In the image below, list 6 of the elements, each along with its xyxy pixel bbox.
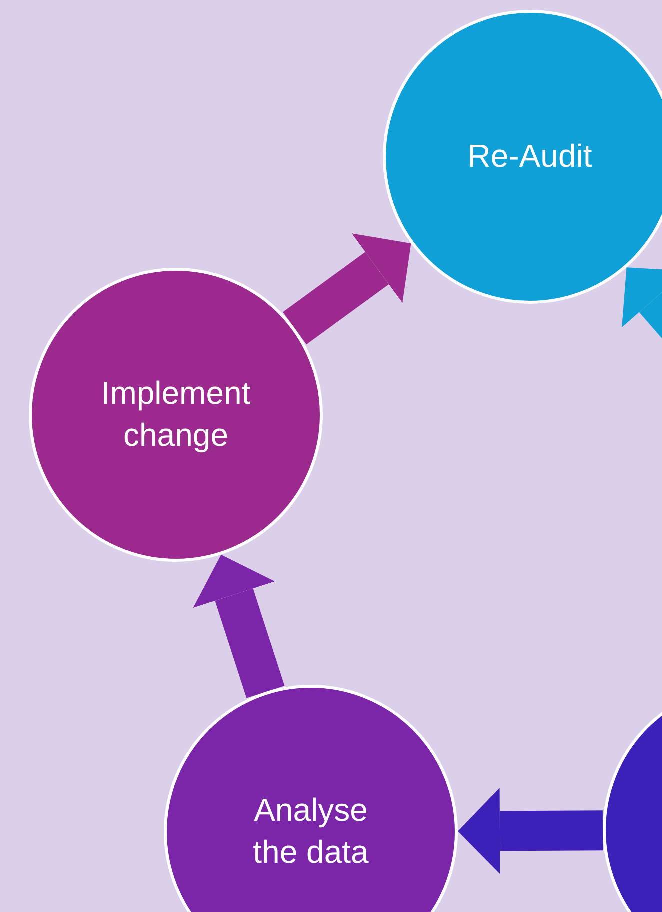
block-arrow bbox=[193, 554, 285, 698]
step-label: Implement change bbox=[100, 374, 252, 455]
step-label: Analyse the data bbox=[252, 791, 370, 872]
block-arrow bbox=[458, 788, 604, 874]
block-arrow bbox=[283, 234, 412, 345]
step-label: Re-Audit bbox=[466, 137, 594, 176]
